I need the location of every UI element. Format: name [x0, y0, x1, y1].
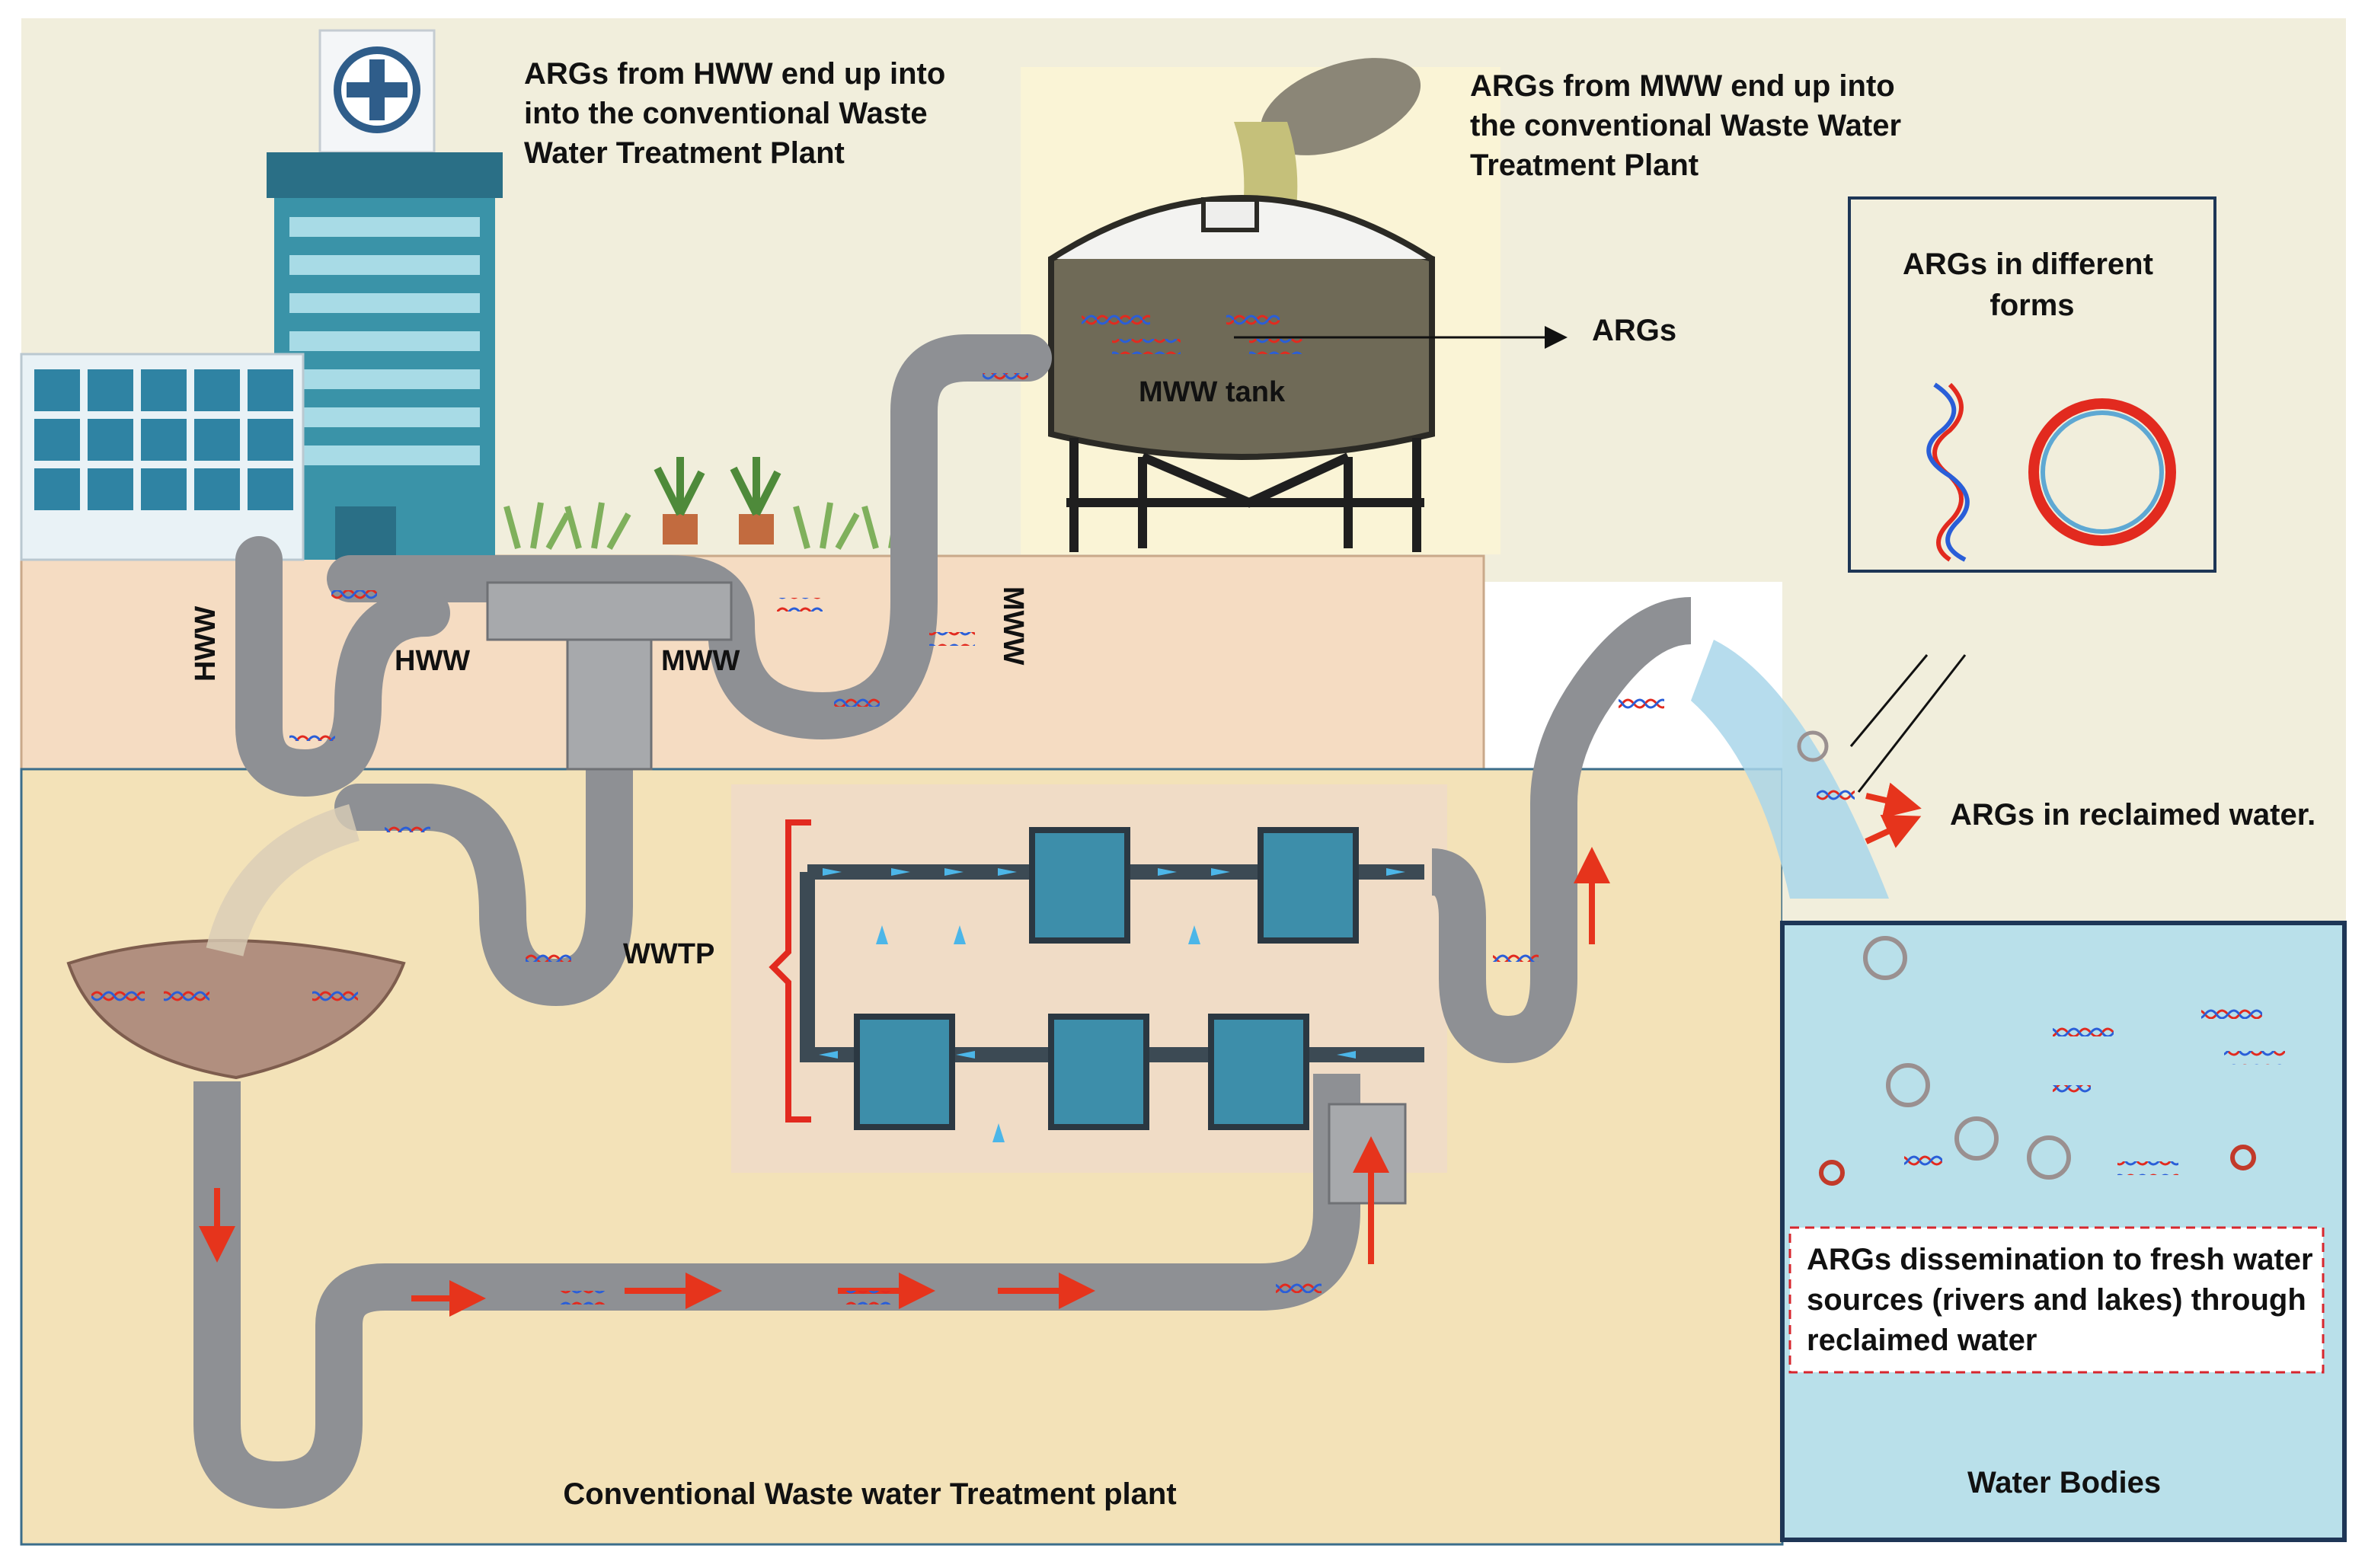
treatment-loop: [769, 597, 1692, 1142]
dissemination-line-2: sources (rivers and lakes) through: [1807, 1283, 2306, 1317]
hww-vertical-label: HWW: [190, 606, 222, 682]
sludge-basin: [66, 803, 406, 1080]
reclaimed-water-stream: [1691, 640, 1889, 899]
flow-arrows: [199, 782, 1922, 1317]
plasmid-icon: [2028, 398, 2176, 546]
hww-note-line-2: into the conventional Waste: [524, 97, 928, 130]
mww-note: ARGs from MWW end up into the convention…: [1470, 69, 1910, 182]
upper-pipes: [235, 334, 1052, 1007]
mww-note-line-2: the conventional Waste Water: [1470, 109, 1901, 142]
water-bodies: [1780, 921, 2347, 1542]
args-pointer-label: ARGs: [1592, 314, 1676, 347]
dissemination-line-1: ARGs dissemination to fresh water: [1807, 1243, 2313, 1276]
pipe-args: [289, 373, 1664, 1305]
hww-note: ARGs from HWW end up into into the conve…: [524, 57, 954, 170]
args-forms-box: [1848, 196, 2216, 793]
backgrounds: [20, 18, 2346, 1546]
args-forms-title-line-1: ARGs in different: [1903, 247, 2153, 281]
mww-tank: [1048, 195, 1435, 552]
plant-caption: Conventional Waste water Treatment plant: [563, 1477, 1176, 1511]
reclaimed-water-label: ARGs in reclaimed water.: [1950, 798, 2315, 832]
args-forms-title-line-2: forms: [1989, 289, 2074, 322]
hww-note-line-3: Water Treatment Plant: [524, 136, 845, 170]
hww-pipe-label: HWW: [395, 645, 470, 677]
dissemination-note: ARGs dissemination to fresh water source…: [1807, 1243, 2322, 1357]
mww-tank-label: MWW tank: [1139, 376, 1286, 408]
labels: ARGs from HWW end up into into the conve…: [190, 57, 2322, 1511]
mww-pipe-label: MWW: [661, 645, 740, 677]
water-bodies-label: Water Bodies: [1967, 1466, 2161, 1499]
args-forms-title: ARGs in different forms: [1903, 247, 2162, 322]
mww-vertical-label: MWW: [997, 586, 1029, 666]
hospital-building: [20, 29, 503, 561]
mww-note-line-3: Treatment Plant: [1470, 148, 1699, 182]
dissemination-line-3: reclaimed water: [1807, 1324, 2037, 1357]
lower-pipes: [193, 1074, 1407, 1509]
wwtp-label: WWTP: [623, 938, 714, 970]
mww-note-line-1: ARGs from MWW end up into: [1470, 69, 1895, 103]
hww-note-line-1: ARGs from HWW end up into: [524, 57, 945, 91]
bracket: [769, 819, 811, 1123]
plants: [503, 457, 928, 550]
